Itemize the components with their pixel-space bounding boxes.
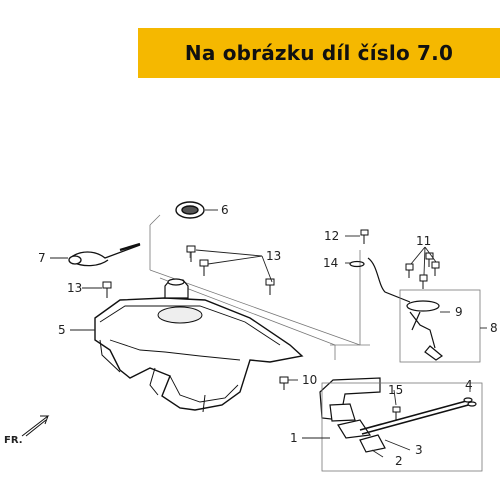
banner-text: Na obrázku díl číslo 7.0 xyxy=(184,41,454,65)
fuel-wire xyxy=(349,257,411,303)
callout-5: 5 xyxy=(58,323,66,337)
callout-13-right: 13 xyxy=(266,249,281,263)
front-marker-label: FR. xyxy=(4,435,23,446)
filler-neck xyxy=(164,278,189,299)
callout-8: 8 xyxy=(490,321,498,335)
leader-lines xyxy=(50,209,487,458)
front-arrow-icon xyxy=(21,415,50,437)
callout-12: 12 xyxy=(324,229,339,243)
callout-13-left: 13 xyxy=(67,281,82,295)
part-number-banner: Na obrázku díl číslo 7.0 xyxy=(138,28,500,78)
callout-10: 10 xyxy=(302,373,317,387)
callout-9: 9 xyxy=(455,305,463,319)
bracket-cable-assembly xyxy=(319,377,483,472)
fuel-pump-unit xyxy=(399,289,481,363)
callout-15: 15 xyxy=(388,383,403,397)
callout-11: 11 xyxy=(416,234,431,248)
breather-hose xyxy=(68,242,141,267)
callout-7: 7 xyxy=(38,251,46,265)
bolts xyxy=(102,229,401,420)
callout-1: 1 xyxy=(290,431,298,445)
callout-4: 4 xyxy=(465,378,473,392)
callout-3: 3 xyxy=(415,443,423,457)
callout-14: 14 xyxy=(323,256,338,270)
callout-2: 2 xyxy=(395,454,403,468)
callout-6: 6 xyxy=(221,203,229,217)
fuel-tank xyxy=(94,297,304,413)
cap-ring xyxy=(175,201,205,219)
callout-labels: 1 2 3 4 5 6 7 8 9 10 11 12 13 13 14 15 F… xyxy=(4,203,498,468)
screws-11 xyxy=(405,252,440,289)
